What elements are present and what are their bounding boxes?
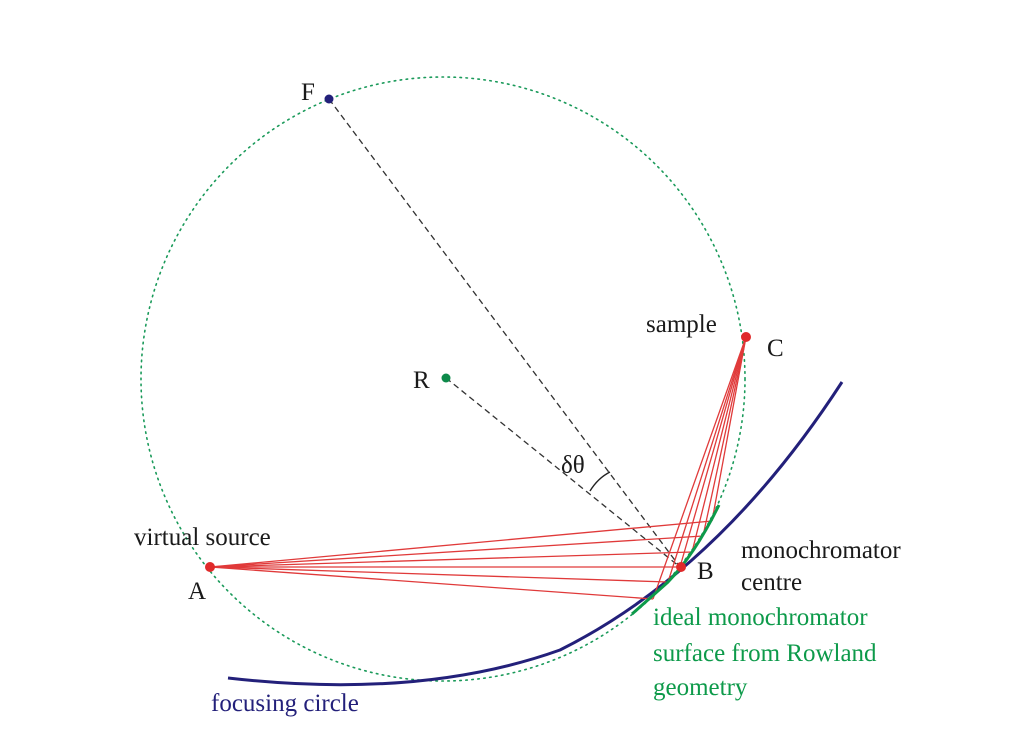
label-ideal-line2: surface from Rowland: [653, 640, 877, 667]
ray-a-2: [209, 535, 704, 568]
label-monochromator-line2: centre: [741, 569, 802, 596]
angle-arc: [589, 471, 611, 492]
ray-a-6: [209, 566, 654, 600]
ray-c-6: [652, 336, 747, 600]
label-sample: sample: [646, 311, 717, 338]
label-B: B: [697, 558, 714, 585]
ray-c-3: [691, 336, 747, 553]
ray-c-4: [679, 336, 747, 568]
point-A: [205, 562, 215, 572]
label-monochromator-line1: monochromator: [741, 537, 901, 564]
rowland-circle: [140, 76, 746, 682]
label-C: C: [767, 335, 784, 362]
ideal-monochromator-surface: [631, 504, 721, 616]
label-virtual-source: virtual source: [134, 524, 271, 551]
label-focusing-circle: focusing circle: [211, 690, 359, 717]
ray-c-1: [711, 336, 747, 522]
label-ideal-line1: ideal monochromator: [653, 604, 868, 631]
focusing-circle-arc: [227, 381, 844, 687]
point-F: [324, 94, 334, 104]
label-ideal-line3: geometry: [653, 674, 748, 701]
ray-a-1: [209, 520, 713, 568]
ray-a-3: [209, 551, 693, 568]
ray-c-5: [667, 336, 747, 583]
rays-mono-to-C: [652, 336, 747, 600]
line-F-B: [328, 98, 681, 568]
point-B: [676, 562, 686, 572]
label-angle: δθ: [561, 452, 585, 479]
line-R-B: [445, 377, 681, 568]
label-F: F: [301, 79, 315, 106]
ray-c-2: [702, 336, 747, 537]
label-R: R: [413, 367, 430, 394]
point-R: [441, 373, 451, 383]
rays-A-to-mono: [209, 520, 713, 600]
label-A: A: [188, 578, 206, 605]
ray-a-5: [209, 566, 669, 583]
point-C: [741, 332, 751, 342]
